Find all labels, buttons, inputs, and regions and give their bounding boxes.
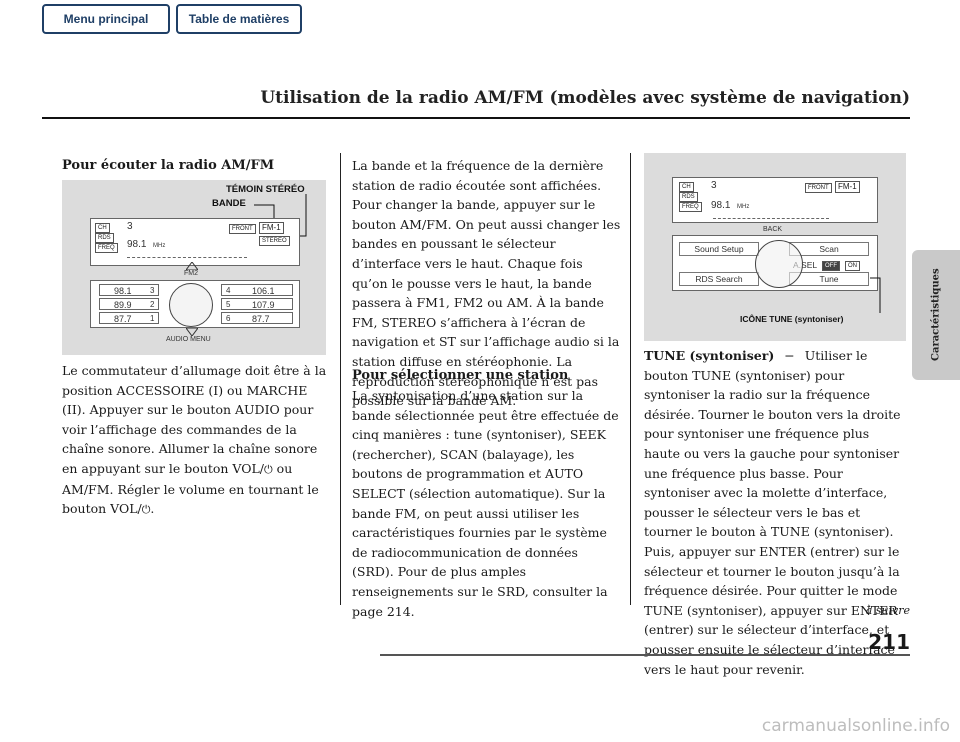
section-tab-label: Caractéristiques bbox=[930, 268, 942, 362]
section-tab bbox=[912, 250, 960, 380]
frequency-unit: MHz bbox=[737, 204, 750, 210]
signal-scale bbox=[713, 218, 829, 220]
navigation-screen-figure: CH RDS FREQ 3 98.1 MHz FRONT FM-1 BACK S… bbox=[644, 153, 906, 341]
listen-instructions: Le commutateur d’allumage doit être à la… bbox=[62, 363, 327, 517]
band-explanation: La bande et la fréquence de la dernière … bbox=[352, 158, 621, 409]
tune-instructions: TUNE (syntoniser) − Utiliser le bouton T… bbox=[644, 348, 901, 677]
main-menu-button[interactable]: Menu principal bbox=[42, 4, 170, 34]
frequency-value: 98.1 bbox=[127, 239, 147, 250]
section-heading-select-station: Pour sélectionner une station bbox=[352, 368, 569, 383]
column-divider-1 bbox=[340, 153, 341, 605]
page-number: 211 bbox=[868, 630, 910, 654]
band-label-fm2: FM2 bbox=[184, 270, 198, 277]
auto-select-on: ON bbox=[845, 261, 860, 271]
signal-scale bbox=[127, 257, 247, 259]
arrow-down-icon bbox=[186, 328, 198, 336]
watermark: carmanualsonline.info bbox=[761, 716, 950, 736]
title-divider bbox=[42, 117, 910, 119]
tune-dash: − bbox=[784, 348, 795, 363]
column-divider-2 bbox=[630, 153, 631, 605]
frequency-unit: MHz bbox=[153, 243, 166, 249]
audio-screen-figure: TÉMOIN STÉRÉO BANDE CH RDS FREQ 3 98.1 M… bbox=[62, 180, 326, 355]
continued-note: à suivre bbox=[865, 604, 910, 617]
tune-term: TUNE (syntoniser) bbox=[644, 348, 775, 363]
auto-select-label: A.SEL bbox=[793, 260, 818, 270]
rds-search-button: RDS Search bbox=[679, 272, 759, 286]
band-callout: BANDE bbox=[212, 198, 246, 209]
audio-display: CH RDS FREQ 3 98.1 MHz FRONT FM-1 STEREO bbox=[90, 218, 300, 266]
stereo-tag: STEREO bbox=[259, 236, 290, 246]
preset-number: 3 bbox=[127, 221, 133, 232]
rds-tag: RDS bbox=[679, 192, 698, 202]
power-icon: ⏻ bbox=[264, 462, 273, 476]
table-of-contents-button[interactable]: Table de matières bbox=[176, 4, 302, 34]
frequency-value: 98.1 bbox=[711, 200, 731, 211]
arrow-up-icon bbox=[186, 262, 198, 270]
auto-select-off: OFF bbox=[822, 261, 840, 271]
tune-icon-callout: ICÔNE TUNE (syntoniser) bbox=[740, 314, 844, 324]
sound-setup-button: Sound Setup bbox=[679, 242, 759, 256]
nav-display-menu: Sound Setup Scan A.SEL OFF ON RDS Search… bbox=[672, 235, 878, 291]
section-heading-listen: Pour écouter la radio AM/FM bbox=[62, 158, 275, 173]
tuning-methods-text: La syntonisation d’une station sur la ba… bbox=[352, 388, 619, 619]
band-tag: FM-1 bbox=[835, 181, 860, 193]
stereo-indicator-callout: TÉMOIN STÉRÉO bbox=[226, 184, 305, 195]
rds-tag: RDS bbox=[95, 233, 114, 243]
nav-display-top: CH RDS FREQ 3 98.1 MHz FRONT FM-1 bbox=[672, 177, 878, 223]
back-label: BACK bbox=[763, 226, 783, 233]
preset-number: 3 bbox=[711, 180, 717, 191]
audio-menu-label: AUDIO MENU bbox=[166, 336, 211, 343]
freq-tag: FREQ bbox=[95, 243, 118, 253]
page-title: Utilisation de la radio AM/FM (modèles a… bbox=[260, 88, 910, 108]
footer-divider bbox=[380, 654, 910, 656]
tune-callout-line bbox=[870, 277, 881, 313]
band-tag: FM-1 bbox=[259, 222, 284, 234]
front-tag: FRONT bbox=[229, 224, 256, 234]
interface-dial bbox=[755, 240, 803, 288]
freq-tag: FREQ bbox=[679, 202, 702, 212]
front-tag: FRONT bbox=[805, 183, 832, 193]
power-icon: ⏻ bbox=[141, 503, 151, 517]
tune-knob bbox=[169, 283, 213, 327]
ch-tag: CH bbox=[95, 223, 110, 233]
ch-tag: CH bbox=[679, 182, 694, 192]
